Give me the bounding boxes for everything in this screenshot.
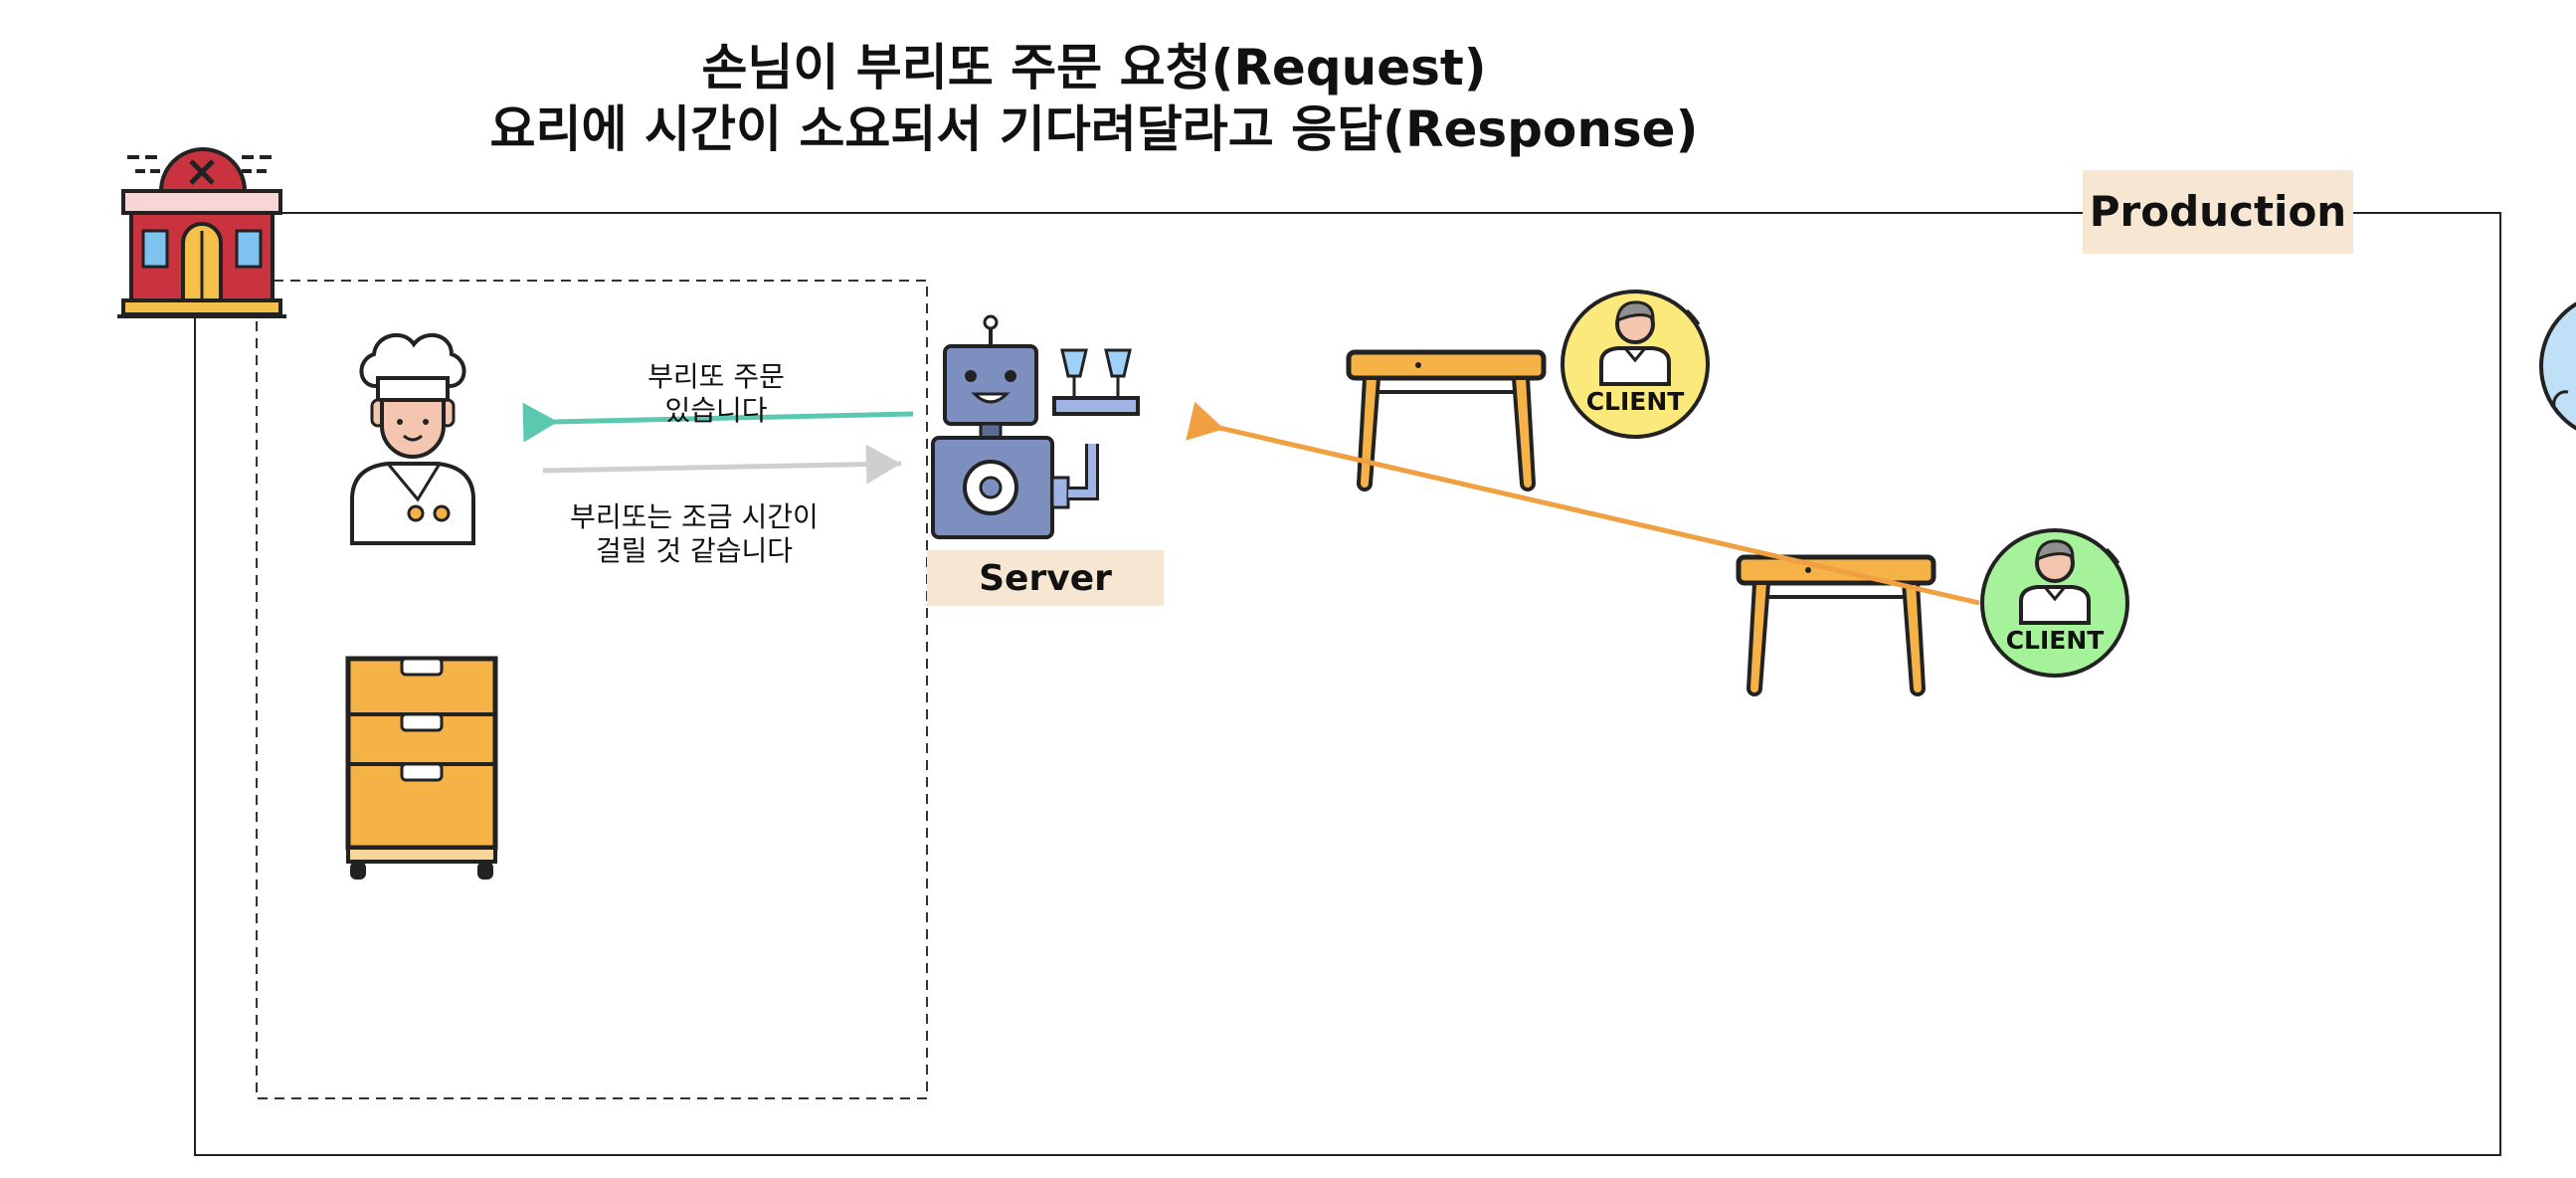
client-avatar-icon: CLIENT — [1980, 528, 2129, 678]
table-icon — [1346, 349, 1547, 491]
chef-reply-message: 부리또는 조금 시간이 걸릴 것 같습니다 — [570, 500, 819, 567]
client-2-label: CLIENT — [2006, 626, 2105, 655]
request-arrow — [1186, 401, 1980, 606]
table-icon — [1736, 554, 1936, 696]
restaurant-icon — [117, 147, 286, 318]
chef-icon — [350, 333, 475, 545]
production-frame — [194, 212, 2501, 1156]
order-message: 부리또 주문 있습니다 — [647, 360, 785, 427]
title-line-1: 손님이 부리또 주문 요청(Request) — [701, 39, 1487, 97]
order-to-chef-arrow — [522, 402, 914, 443]
cabinet-icon — [345, 656, 498, 880]
client-avatar-icon — [2539, 301, 2576, 431]
chef-reply-arrow — [542, 444, 902, 485]
production-tag: Production — [2083, 170, 2353, 254]
server-tag: Server — [927, 550, 1164, 606]
robot-waiter-icon — [931, 314, 1140, 539]
title-line-2: 요리에 시간이 소요되서 기다려달라고 응답(Response) — [489, 100, 1699, 158]
client-1-label: CLIENT — [1586, 387, 1685, 416]
client-avatar-icon: CLIENT — [1561, 290, 1710, 439]
